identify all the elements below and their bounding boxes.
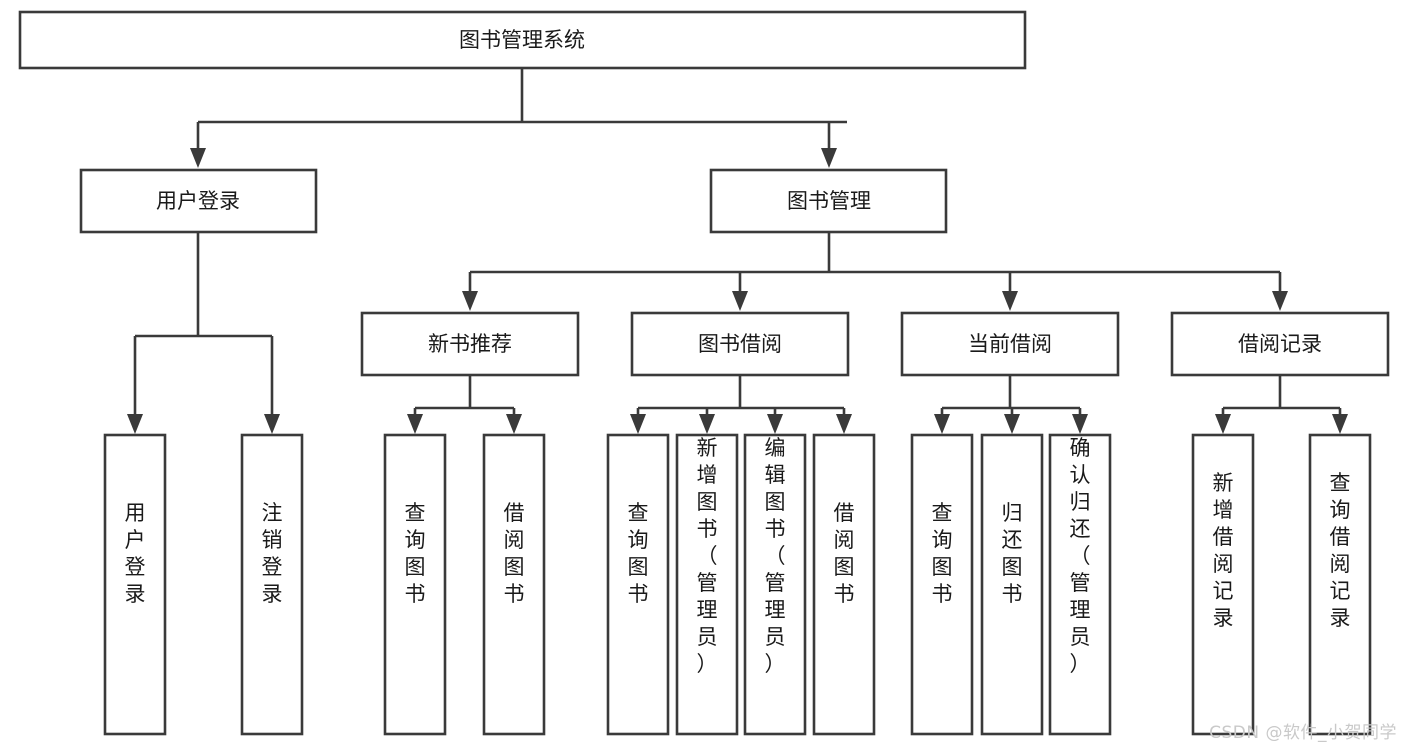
leaf-node[interactable]: 查询图书 [910, 433, 974, 736]
leaf-node[interactable]: 查询借阅记录 [1308, 433, 1372, 736]
leaf-node[interactable]: 用户登录 [103, 433, 167, 736]
leaf-borrow-query-box[interactable] [606, 433, 670, 736]
leaf-current-query-label: 查询图书 [932, 501, 953, 606]
arrow-borrow-to-leaf1 [630, 414, 646, 434]
leaf-borrow-query-label: 查询图书 [628, 501, 649, 606]
leaf-borrow-book-box[interactable] [812, 433, 876, 736]
node-book-management-box[interactable] [709, 168, 948, 234]
leaf-borrow-book-label: 借阅图书 [834, 501, 855, 606]
node-book-management[interactable]: 图书管理 [709, 168, 948, 234]
node-current-borrow[interactable]: 当前借阅 [900, 311, 1120, 377]
node-user-login-box[interactable] [79, 168, 318, 234]
leaf-user-login-label: 用户登录 [125, 501, 146, 606]
node-root-box[interactable] [18, 10, 1027, 70]
connector-group-root [190, 68, 847, 168]
csdn-watermark: CSDN @软件_小贺同学 [1209, 723, 1397, 743]
node-new-book-recommend-box[interactable] [360, 311, 580, 377]
arrow-current-to-leaf2 [1004, 414, 1020, 434]
arrow-bookmgmt-to-new-book [462, 291, 478, 311]
leaf-add-borrow-record-box[interactable] [1191, 433, 1255, 736]
node-new-book-recommend[interactable]: 新书推荐 [360, 311, 580, 377]
leaf-newbook-borrow-label: 借阅图书 [504, 501, 525, 606]
leaf-user-login-box[interactable] [103, 433, 167, 736]
leaf-add-book-admin-label: 新增图书（管理员） [697, 436, 718, 676]
node-new-book-recommend-label: 新书推荐 [428, 332, 512, 356]
leaf-node[interactable]: 编辑图书（管理员） [743, 433, 807, 736]
arrow-newbook-to-leaf2 [506, 414, 522, 434]
leaf-confirm-return-admin-box[interactable] [1048, 433, 1112, 736]
arrow-borrow-to-leaf2 [699, 414, 715, 434]
node-book-borrow-box[interactable] [630, 311, 850, 377]
connector-group-borrow-records [1215, 375, 1348, 434]
leaf-node[interactable]: 注销登录 [240, 433, 304, 736]
leaf-newbook-query-label: 查询图书 [405, 501, 426, 606]
node-book-borrow-label: 图书借阅 [698, 332, 782, 356]
node-book-borrow[interactable]: 图书借阅 [630, 311, 850, 377]
leaf-newbook-borrow-box[interactable] [482, 433, 546, 736]
arrow-root-to-book-mgmt [821, 148, 837, 168]
node-book-management-label: 图书管理 [787, 189, 871, 213]
leaf-newbook-query-box[interactable] [383, 433, 447, 736]
leaf-query-borrow-record-label: 查询借阅记录 [1330, 471, 1351, 630]
node-current-borrow-label: 当前借阅 [968, 332, 1052, 356]
arrow-borrow-to-leaf3 [767, 414, 783, 434]
leaf-node[interactable]: 查询图书 [383, 433, 447, 736]
leaf-logout-box[interactable] [240, 433, 304, 736]
arrow-borrow-to-leaf4 [836, 414, 852, 434]
node-root-label: 图书管理系统 [459, 28, 585, 52]
arrow-bookmgmt-to-borrow [732, 291, 748, 311]
leaf-edit-book-admin-label: 编辑图书（管理员） [765, 436, 786, 676]
node-borrow-records-box[interactable] [1170, 311, 1390, 377]
leaf-node[interactable]: 新增借阅记录 [1191, 433, 1255, 736]
leaf-node[interactable]: 借阅图书 [812, 433, 876, 736]
leaf-current-query-box[interactable] [910, 433, 974, 736]
arrow-current-to-leaf1 [934, 414, 950, 434]
arrow-bookmgmt-to-current [1002, 291, 1018, 311]
leaf-logout-label: 注销登录 [262, 501, 283, 606]
arrow-newbook-to-leaf1 [407, 414, 423, 434]
arrow-records-to-leaf1 [1215, 414, 1231, 434]
leaf-confirm-return-admin-label: 确认归还（管理员） [1070, 436, 1091, 676]
connector-group-book-management [462, 232, 1288, 311]
connector-group-book-borrow [630, 375, 852, 434]
leaf-query-borrow-record-box[interactable] [1308, 433, 1372, 736]
leaf-return-book-box[interactable] [980, 433, 1044, 736]
arrow-root-to-user-login [190, 148, 206, 168]
leaf-add-borrow-record-label: 新增借阅记录 [1213, 471, 1234, 630]
connector-group-user-login [127, 232, 280, 434]
leaf-add-book-admin-box[interactable] [675, 433, 739, 736]
node-borrow-records-label: 借阅记录 [1238, 332, 1322, 356]
leaf-node[interactable]: 归还图书 [980, 433, 1044, 736]
arrow-userlogin-to-leaf1 [127, 414, 143, 434]
node-user-login-label: 用户登录 [156, 189, 240, 213]
leaf-node[interactable]: 新增图书（管理员） [675, 433, 739, 736]
node-current-borrow-box[interactable] [900, 311, 1120, 377]
leaf-edit-book-admin-box[interactable] [743, 433, 807, 736]
arrow-bookmgmt-to-records [1272, 291, 1288, 311]
leaf-node[interactable]: 借阅图书 [482, 433, 546, 736]
leaf-node[interactable]: 查询图书 [606, 433, 670, 736]
node-root[interactable]: 图书管理系统 [18, 10, 1027, 70]
connector-group-new-book [407, 375, 522, 434]
node-borrow-records[interactable]: 借阅记录 [1170, 311, 1390, 377]
node-user-login[interactable]: 用户登录 [79, 168, 318, 234]
arrow-current-to-leaf3 [1072, 414, 1088, 434]
arrow-records-to-leaf2 [1332, 414, 1348, 434]
leaf-return-book-label: 归还图书 [1002, 501, 1023, 606]
leaf-node[interactable]: 确认归还（管理员） [1048, 433, 1112, 736]
arrow-userlogin-to-leaf2 [264, 414, 280, 434]
connector-group-current-borrow [934, 375, 1088, 434]
